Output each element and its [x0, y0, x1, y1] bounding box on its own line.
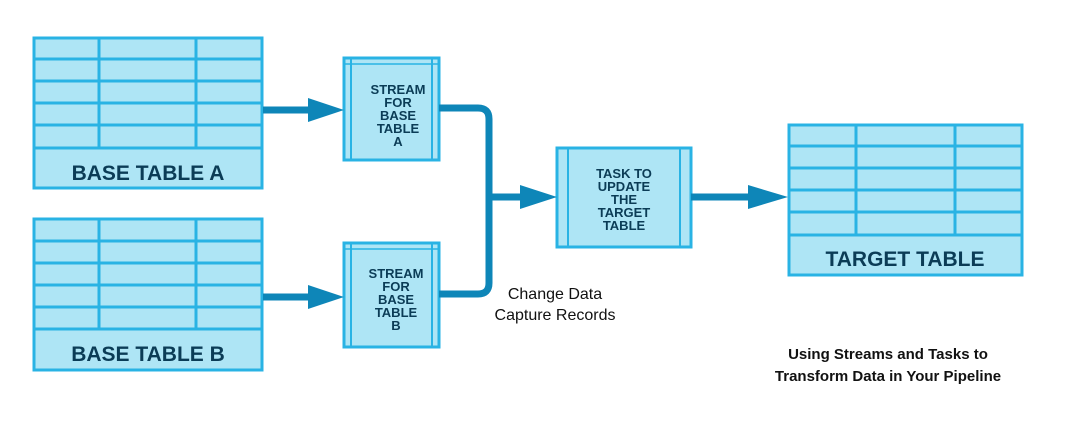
footer-caption-line-1: Using Streams and Tasks to — [788, 346, 988, 363]
base-table-b-label: BASE TABLE B — [71, 343, 225, 366]
stream-a-line-3: BASE — [380, 108, 416, 123]
stream-b-line-4: TABLE — [375, 305, 418, 320]
task-line-4: TARGET — [598, 205, 651, 220]
stream-b-line-3: BASE — [378, 292, 414, 307]
target-table-label: TARGET TABLE — [825, 248, 984, 271]
task-line-2: UPDATE — [598, 179, 651, 194]
arrow-base-b-to-stream-b — [263, 285, 344, 309]
task-line-3: THE — [611, 192, 637, 207]
connector-stream-b-merge — [439, 196, 493, 298]
stream-b-line-1: STREAM — [369, 266, 424, 281]
base-table-b: BASE TABLE B — [32, 217, 264, 372]
connector-stream-a-merge — [439, 104, 493, 196]
base-table-a: BASE TABLE A — [32, 36, 264, 190]
cdc-annotation-line-2: Capture Records — [495, 307, 616, 324]
task-line-5: TABLE — [603, 218, 646, 233]
stream-b-box: STREAM FOR BASE TABLE B — [342, 241, 441, 349]
arrow-merge-to-task — [486, 185, 557, 209]
task-line-1: TASK TO — [596, 166, 652, 181]
stream-a-line-2: FOR — [384, 95, 412, 110]
stream-b-line-2: FOR — [382, 279, 410, 294]
target-table: TARGET TABLE — [787, 123, 1024, 277]
stream-a-line-5: A — [393, 134, 403, 149]
stream-b-line-5: B — [391, 318, 400, 333]
stream-a-line-4: TABLE — [377, 121, 420, 136]
stream-a-line-1: STREAM — [371, 82, 426, 97]
stream-a-box: STREAM FOR BASE TABLE A — [342, 56, 441, 162]
arrow-base-a-to-stream-a — [263, 98, 344, 122]
base-table-a-label: BASE TABLE A — [72, 162, 225, 185]
arrow-task-to-target — [691, 185, 788, 209]
connectors — [263, 98, 788, 309]
cdc-annotation-line-1: Change Data — [508, 286, 602, 303]
task-box: TASK TO UPDATE THE TARGET TABLE — [555, 146, 693, 249]
footer-caption-line-2: Transform Data in Your Pipeline — [775, 368, 1001, 385]
